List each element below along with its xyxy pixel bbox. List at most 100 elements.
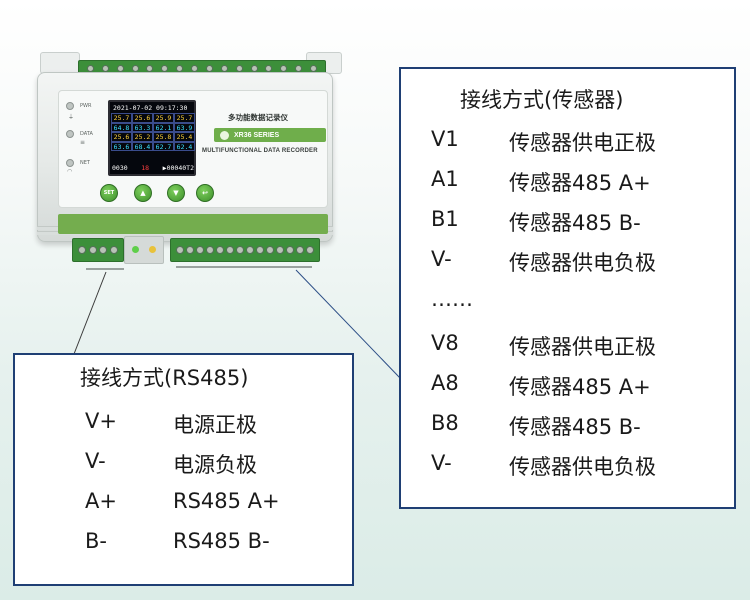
terminal-screw xyxy=(86,64,94,72)
screen-footer-right: ▶00040T2 xyxy=(162,164,194,172)
terminal-screw xyxy=(306,246,314,254)
terminal-screw xyxy=(206,246,214,254)
terminal-screw xyxy=(216,246,224,254)
sensor-terminal-label: V1 xyxy=(431,127,459,151)
terminal-screw xyxy=(186,246,194,254)
data-recorder-device: PWR ⏚ DATA ≡ NET ◠ 2021-07-02 09:17:30 2… xyxy=(0,0,400,300)
rs485-terminal-desc: RS485 B- xyxy=(173,529,270,553)
screen-reading: 62.4 xyxy=(174,141,195,152)
rs485-terminal-desc: 电源正极 xyxy=(173,413,257,437)
terminal-screw xyxy=(236,246,244,254)
terminal-screw xyxy=(295,64,303,72)
terminal-screw xyxy=(286,246,294,254)
device-title: 多功能数据记录仪 xyxy=(228,113,288,122)
terminal-screw xyxy=(250,64,258,72)
screen-reading: 25.7 xyxy=(174,113,195,123)
screen-datetime: 2021-07-02 09:17:30 xyxy=(113,104,188,112)
sensor-terminal-desc: 传感器485 B- xyxy=(509,211,641,235)
screen-reading: 62.1 xyxy=(153,122,174,133)
brand-logo-icon xyxy=(220,130,229,140)
wifi-icon: ◠ xyxy=(67,168,73,175)
data-icon: ≡ xyxy=(80,139,86,146)
green-accent-band xyxy=(58,214,328,234)
screen-footer-mid: 18 xyxy=(141,164,150,172)
sensor-terminal-label: V8 xyxy=(431,331,459,355)
terminal-screw xyxy=(226,246,234,254)
screen-reading: 25.8 xyxy=(153,132,174,142)
terminal-screw xyxy=(276,246,284,254)
pwr-led xyxy=(66,102,74,110)
data-led-label: DATA xyxy=(80,131,93,137)
rs485-terminal-label: V+ xyxy=(85,409,117,433)
terminal-screw xyxy=(116,64,124,72)
terminal-screw xyxy=(296,246,304,254)
terminal-screw xyxy=(109,246,118,254)
rs485-terminal-marker xyxy=(86,268,124,270)
set-key[interactable]: SET xyxy=(100,184,118,202)
screen-reading: 25.6 xyxy=(132,113,153,123)
screen-reading: 63.3 xyxy=(132,122,153,133)
sensor-terminal-marker xyxy=(176,266,312,268)
terminal-screw xyxy=(176,246,184,254)
series-badge: XR36 SERIES xyxy=(214,128,326,142)
sensor-terminal-desc: 传感器供电负极 xyxy=(509,455,656,479)
rail-clip-left xyxy=(40,52,80,74)
series-badge-text: XR36 SERIES xyxy=(234,131,280,139)
screen-footer-left: 0030 xyxy=(112,164,128,172)
indicator-led xyxy=(149,246,156,253)
center-connector xyxy=(124,236,164,264)
terminal-screw xyxy=(161,64,169,72)
sensor-terminal-label: A1 xyxy=(431,167,459,191)
terminal-screw xyxy=(196,246,204,254)
terminal-screw xyxy=(101,64,109,72)
sensor-terminal-block xyxy=(170,238,320,262)
terminal-screw xyxy=(246,246,254,254)
down-arrow-icon[interactable]: ▼ xyxy=(167,184,185,202)
pwr-led-label: PWR xyxy=(80,103,92,109)
sensor-terminal-label: V- xyxy=(431,451,452,475)
screen-reading: 63.6 xyxy=(111,141,132,152)
rs485-terminal-label: A+ xyxy=(85,489,117,513)
plug-icon: ⏚ xyxy=(68,114,75,121)
up-arrow-icon[interactable]: ▲ xyxy=(134,184,152,202)
screen-reading: 62.7 xyxy=(153,141,174,152)
enter-icon[interactable]: ↩ xyxy=(196,184,214,202)
terminal-screw xyxy=(78,246,87,254)
sensor-terminal-desc: 传感器供电正极 xyxy=(509,335,656,359)
rs485-wiring-box xyxy=(13,353,354,586)
rs485-terminal-desc: 电源负极 xyxy=(173,453,257,477)
sensor-terminal-label: B8 xyxy=(431,411,459,435)
screen-reading: 25.4 xyxy=(174,132,195,142)
net-led-label: NET xyxy=(80,160,90,166)
sensor-terminal-label: V- xyxy=(431,247,452,271)
terminal-screw xyxy=(191,64,199,72)
screen-reading: 25.6 xyxy=(111,132,132,142)
screen-reading: 68.4 xyxy=(132,141,153,152)
terminal-screw xyxy=(235,64,243,72)
screen-reading: 63.9 xyxy=(174,122,195,133)
rs485-terminal-block xyxy=(72,238,124,262)
terminal-screw xyxy=(88,246,97,254)
data-led xyxy=(66,130,74,138)
terminal-screw xyxy=(280,64,288,72)
sensor-terminal-desc: 传感器供电负极 xyxy=(509,251,656,275)
sensor-terminal-desc: 传感器485 A+ xyxy=(509,171,651,195)
terminal-screw xyxy=(99,246,108,254)
sensor-terminal-desc: 传感器485 B- xyxy=(509,415,641,439)
terminal-screw xyxy=(146,64,154,72)
screen-footer: 0030 18 ▶00040T2 xyxy=(112,164,194,172)
screen-reading: 25.9 xyxy=(153,113,174,123)
rs485-terminal-desc: RS485 A+ xyxy=(173,489,280,513)
terminal-screw xyxy=(265,64,273,72)
screen-reading: 64.8 xyxy=(111,122,132,133)
sensor-terminal-desc: 传感器485 A+ xyxy=(509,375,651,399)
sensor-wiring-title: 接线方式(传感器) xyxy=(460,88,624,112)
terminal-screw xyxy=(266,246,274,254)
terminal-screw xyxy=(256,246,264,254)
sensor-wiring-box xyxy=(399,67,736,509)
sensor-terminal-desc: 传感器供电正极 xyxy=(509,131,656,155)
sensor-terminal-label: A8 xyxy=(431,371,459,395)
terminal-screw xyxy=(131,64,139,72)
screen-reading: 25.7 xyxy=(111,113,132,123)
